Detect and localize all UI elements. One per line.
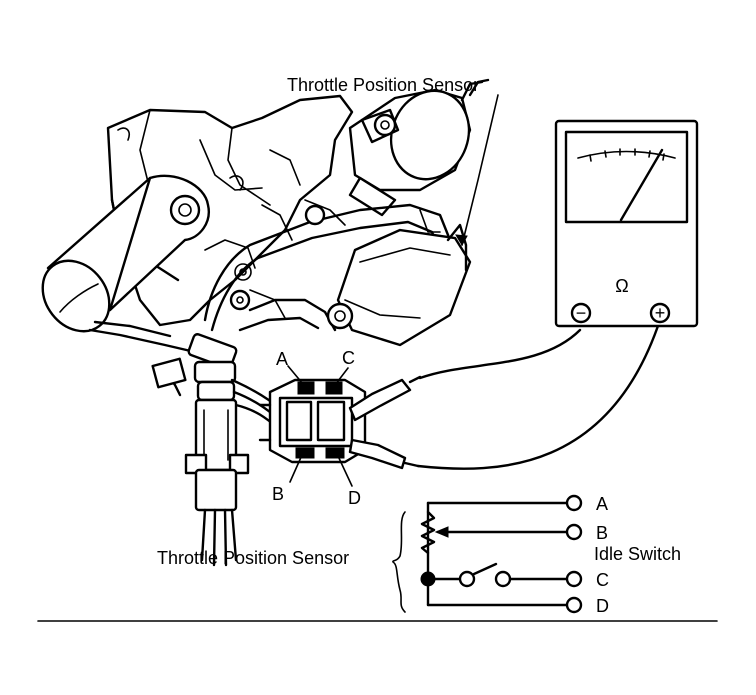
tps-callout-line xyxy=(461,94,499,246)
connector-pin-c-label: C xyxy=(342,348,355,368)
harness-plug xyxy=(184,398,250,567)
connector-pin-d-label: D xyxy=(348,488,361,508)
tps-bottom-label: Throttle Position Sensor xyxy=(157,548,349,568)
throttle-body-illustration xyxy=(41,78,490,430)
ohmmeter: − + Ω xyxy=(554,119,699,328)
schematic-label-d: D xyxy=(596,596,609,616)
ohm-symbol: Ω xyxy=(615,276,628,296)
test-probes xyxy=(348,375,422,470)
schematic-terminal-a xyxy=(565,494,583,512)
meter-negative-symbol: − xyxy=(576,303,587,323)
connector-pin-b-label: B xyxy=(272,484,284,504)
schematic-terminal-d xyxy=(565,596,583,614)
meter-negative-terminal xyxy=(570,302,592,324)
tps-callout-arrowhead xyxy=(455,234,468,246)
schematic-terminal-b xyxy=(565,523,583,541)
schematic-terminal-c xyxy=(565,570,583,588)
meter-positive-symbol: + xyxy=(655,303,666,323)
idle-switch-label: Idle Switch xyxy=(594,544,681,564)
schematic-label-c: C xyxy=(596,570,609,590)
meter-positive-terminal xyxy=(649,302,671,324)
connector-pin-a-label: A xyxy=(276,349,288,369)
tps-connector xyxy=(258,365,367,487)
schematic-label-b: B xyxy=(596,523,608,543)
tps-top-label: Throttle Position Sensor xyxy=(287,75,479,95)
tps-schematic: A B C D Idle Switch xyxy=(392,494,681,616)
test-leads xyxy=(416,318,662,470)
schematic-label-a: A xyxy=(596,494,608,514)
